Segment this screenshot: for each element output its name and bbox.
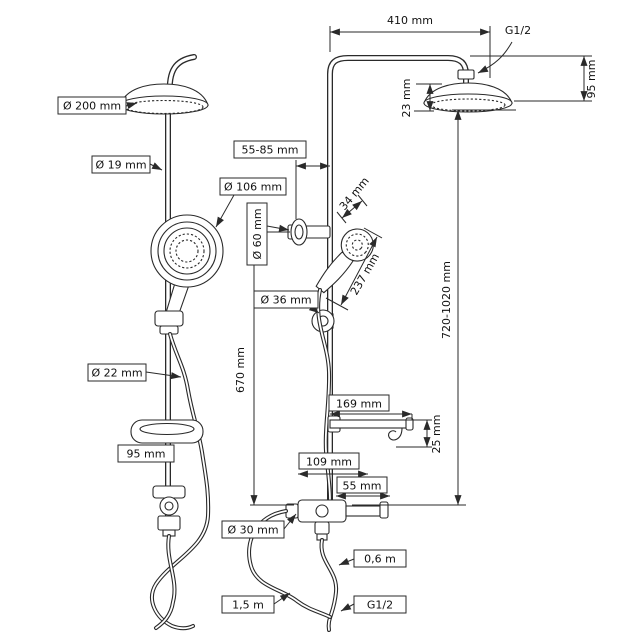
left-shower-column — [119, 54, 224, 631]
label-dish-width: 95 mm — [117, 444, 175, 463]
bracket-diameter-text: Ø 60 mm — [251, 208, 264, 259]
hand-shower-diameter-text: Ø 106 mm — [224, 181, 282, 194]
label-bottom-thread: G1/2 — [353, 595, 407, 614]
label-long-hose-length: 1,5 m — [221, 595, 275, 614]
shelf-height-text: 25 mm — [430, 415, 443, 454]
top-width-text: 410 mm — [387, 14, 433, 27]
label-rail-diameter: Ø 19 mm — [91, 155, 151, 174]
left-lower-hose — [154, 534, 177, 630]
label-short-hose-length: 0,6 m — [353, 549, 407, 568]
label-bracket-diameter: Ø 60 mm — [246, 202, 268, 266]
valve-width-text: 109 mm — [306, 456, 352, 469]
hose-diameter-text: Ø 22 mm — [91, 367, 142, 380]
head-offset-text: 23 mm — [400, 79, 413, 118]
bottom-thread-text: G1/2 — [367, 599, 393, 612]
left-hand-shower — [150, 214, 224, 320]
wall-distance-text: 55-85 mm — [242, 144, 299, 157]
shelf-width-text: 169 mm — [336, 398, 382, 411]
dish-width-text: 95 mm — [127, 448, 166, 461]
label-wall-distance: 55-85 mm — [233, 140, 307, 159]
label-shelf-width: 169 mm — [328, 394, 390, 412]
label-holder-diameter: Ø 36 mm — [253, 290, 319, 309]
top-thread-text: G1/2 — [505, 24, 531, 37]
head-connector-nut — [457, 69, 475, 80]
column-height-text: 720-1020 mm — [440, 261, 453, 339]
head-drop-text: 95 mm — [585, 60, 598, 99]
valve-diameter-text: Ø 30 mm — [227, 524, 278, 537]
right-mixer-valve — [285, 499, 389, 541]
holder-diameter-text: Ø 36 mm — [260, 294, 311, 307]
label-hand-shower-diameter: Ø 106 mm — [219, 177, 287, 196]
rail-diameter-text: Ø 19 mm — [95, 159, 146, 172]
label-valve-width: 109 mm — [298, 452, 360, 470]
right-hand-hose — [316, 288, 332, 502]
valve-offset-text: 55 mm — [343, 480, 382, 493]
left-rail-holder — [154, 310, 184, 335]
left-rain-head — [119, 83, 209, 115]
left-diverter-valve — [152, 485, 186, 537]
right-shelf — [327, 415, 414, 441]
left-soap-dish — [130, 419, 204, 444]
right-short-hose — [319, 538, 339, 632]
right-rain-head — [423, 82, 513, 113]
long-hose-length-text: 1,5 m — [232, 599, 264, 612]
rail-length-text: 670 mm — [234, 347, 247, 393]
right-wall-bracket — [287, 218, 331, 246]
dimension-lines — [125, 26, 592, 612]
right-shower-holder — [311, 309, 335, 333]
label-hose-diameter: Ø 22 mm — [87, 363, 147, 382]
rain-head-diameter-text: Ø 200 mm — [63, 100, 121, 113]
short-hose-length-text: 0,6 m — [364, 553, 396, 566]
label-valve-offset: 55 mm — [336, 476, 388, 494]
left-hand-hose — [150, 332, 211, 631]
shelf-hook — [388, 427, 403, 441]
boxed-labels: Ø 200 mm Ø 19 mm Ø 106 mm Ø 22 mm 95 mm … — [57, 96, 407, 614]
label-valve-diameter: Ø 30 mm — [221, 520, 285, 539]
label-rain-head-diameter: Ø 200 mm — [57, 96, 127, 115]
